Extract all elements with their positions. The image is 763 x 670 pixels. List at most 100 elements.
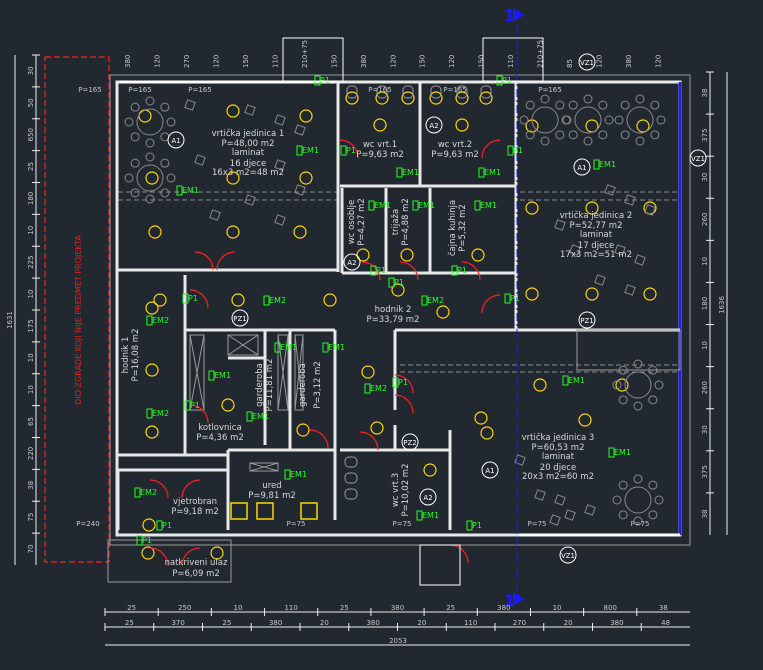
chair-icon xyxy=(130,158,140,168)
square-chair-icon xyxy=(274,114,286,126)
ceiling-light-icon xyxy=(145,425,159,439)
bottom-dimension-row2-label: 380 xyxy=(269,619,282,627)
bottom-dimension-row2-label: 110 xyxy=(464,619,477,627)
bottom-dimension-row1-label: 10 xyxy=(233,604,242,612)
room-name-wc-vrt-2: wc vrt.2 xyxy=(438,140,472,150)
toilet-icon xyxy=(480,85,492,99)
room-name-kotlovnica: kotlovnica xyxy=(198,423,241,433)
square-chair-icon xyxy=(554,219,566,231)
tag-p1: P1 xyxy=(142,536,152,545)
tag-em2: EM2 xyxy=(152,316,169,325)
cabinet-icon xyxy=(294,334,304,411)
tag-em2: EM2 xyxy=(152,409,169,418)
left-dimension-label: 10 xyxy=(27,226,35,235)
ceiling-light-icon xyxy=(585,287,599,301)
room-name: vrtička jedinica 2 xyxy=(560,210,633,221)
ceiling-light-icon xyxy=(221,398,235,412)
chair-icon xyxy=(604,115,614,125)
sill-height-label: P=165 xyxy=(188,86,211,94)
ceiling-light-icon xyxy=(141,546,155,560)
square-chair-icon xyxy=(569,244,581,256)
sensor-icon xyxy=(396,167,403,178)
doors xyxy=(149,139,501,567)
square-chair-icon xyxy=(294,184,306,196)
square-chair-icon xyxy=(624,194,636,206)
door-swing-icon xyxy=(481,139,501,159)
chair-icon xyxy=(166,173,176,183)
room-children: 20 djece xyxy=(540,463,576,473)
tag-a1-icon xyxy=(573,158,591,176)
ceiling-light-icon xyxy=(142,518,156,532)
tag-a2-icon xyxy=(425,116,443,134)
chair-icon xyxy=(130,188,140,198)
bottom-dimension-row1-label: 10 xyxy=(553,604,562,612)
room-area-garderoba-1: P=11,81 m2 xyxy=(265,359,275,412)
room-area-hodnik-2: P=33,79 m2 xyxy=(367,315,420,325)
tag-em2: EM2 xyxy=(140,488,157,497)
chair-icon xyxy=(555,100,565,110)
ceiling-light-icon xyxy=(375,91,389,105)
chair-icon xyxy=(540,94,550,104)
tag-p1: P1 xyxy=(346,146,356,155)
room-area-wc-vrt-2: P=9,63 m2 xyxy=(431,150,479,160)
chair-icon xyxy=(166,117,176,127)
bottom-dimension-row1-label: 800 xyxy=(604,604,617,612)
cabinet-icon xyxy=(189,334,205,411)
ceiling-light-icon xyxy=(423,463,437,477)
tag-vz1: VZ1 xyxy=(580,59,594,67)
door-swing-icon xyxy=(309,429,329,449)
ceiling-light-icon xyxy=(226,171,240,185)
top-dimension-label: 120 xyxy=(212,55,220,68)
sensor-icon xyxy=(593,159,600,170)
chair-icon xyxy=(612,495,622,505)
ceiling-light-icon xyxy=(525,287,539,301)
ceiling-light-icon xyxy=(429,91,443,105)
bottom-dimension-row1-label: 380 xyxy=(391,604,404,612)
chair-icon xyxy=(614,115,624,125)
room-area-vjetrobran: P=9,18 m2 xyxy=(171,507,219,517)
entrance-steps xyxy=(482,37,544,82)
door-swing-icon xyxy=(181,547,201,567)
room-name-hodnik-1: hodnik 1 xyxy=(121,337,131,374)
room-area-hodnik-1: P=16,08 m2 xyxy=(131,329,141,382)
bottom-dimension-row1-label: 25 xyxy=(340,604,349,612)
round-table-icon xyxy=(626,106,654,134)
room-area-wc-vrt-1: P=9,63 m2 xyxy=(356,150,404,160)
bottom-dimension-row2-label: 270 xyxy=(513,619,526,627)
chair-icon xyxy=(656,115,666,125)
room-name-garderoba-2: garderoba xyxy=(298,363,308,407)
cabinet-cross xyxy=(227,334,259,356)
left-dimension-label: 10 xyxy=(27,385,35,394)
tag-pz1: PZ1 xyxy=(233,315,246,323)
tag-a1: A1 xyxy=(577,164,586,172)
square-chair-icon xyxy=(534,489,546,501)
toilet-icon xyxy=(344,472,358,484)
round-table-icon xyxy=(624,486,652,514)
sensor-icon xyxy=(608,447,615,458)
top-dimension-label: 150 xyxy=(330,55,338,68)
ceiling-light-icon xyxy=(370,421,384,435)
right-dimension-label: 375 xyxy=(701,465,709,478)
chair-icon xyxy=(130,132,140,142)
tag-em1: EM1 xyxy=(484,168,501,177)
tag-p1: P1 xyxy=(513,146,523,155)
top-dimension-label: 150 xyxy=(242,55,250,68)
tag-em1: EM1 xyxy=(402,168,419,177)
right-dimension-label: 30 xyxy=(701,173,709,182)
excluded-zone-label: DIO ZGRADE KOJI NIJE PREDMET PROJEKTA xyxy=(74,235,83,405)
door-swing-icon xyxy=(394,374,414,394)
tag-p1: P1 xyxy=(188,294,198,303)
ceiling-light-icon xyxy=(474,411,488,425)
round-table-icon xyxy=(574,106,602,134)
ceiling-light-icon xyxy=(471,248,485,262)
ceiling-light-icon xyxy=(643,287,657,301)
sensor-icon xyxy=(322,342,329,353)
chair-icon xyxy=(633,474,643,484)
chair-icon xyxy=(598,100,608,110)
sill-height-label: P=75 xyxy=(631,520,650,528)
sensor-icon xyxy=(562,375,569,386)
top-dimension-label: 120 xyxy=(655,55,663,68)
sensor-icon xyxy=(388,277,395,288)
right-dimension-label: 30 xyxy=(701,425,709,434)
